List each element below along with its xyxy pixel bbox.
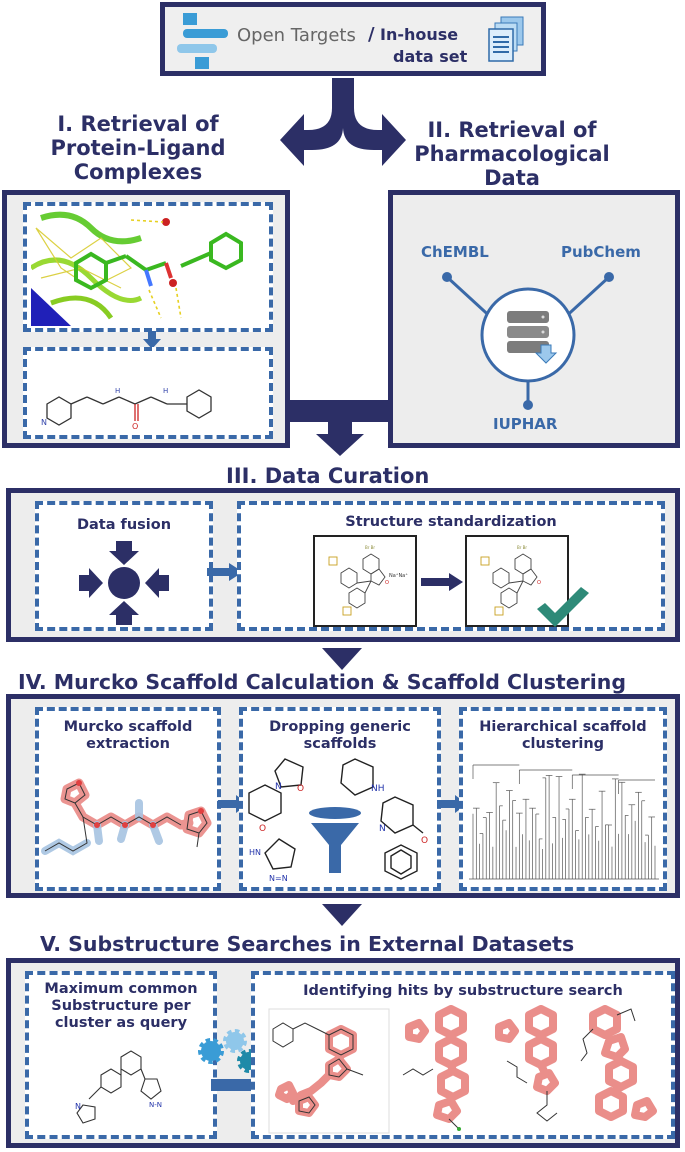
section2-box: ChEMBL PubChem IUPHAR — [388, 190, 680, 448]
generic-scaffolds-filter-image: N O NH O N O HN N=N — [248, 758, 428, 883]
svg-text:Br Br: Br Br — [517, 545, 527, 550]
open-targets-label: Open Targets — [237, 25, 356, 46]
svg-text:N-N: N-N — [149, 1101, 162, 1109]
svg-text:H: H — [163, 387, 168, 395]
mcs-panel: Maximum common Substructure per cluster … — [25, 971, 217, 1139]
fusion-arrows-icon — [79, 541, 169, 625]
data-fusion-panel: Data fusion — [35, 501, 213, 631]
clean-molecule-image: O Br Br — [480, 545, 541, 616]
svg-text:N: N — [275, 782, 282, 792]
source-slash: / — [368, 24, 375, 45]
svg-text:N: N — [75, 1102, 81, 1111]
database-hub-icon — [442, 272, 614, 410]
dendrogram-image — [469, 764, 659, 880]
down-arrow-section5-icon — [322, 904, 362, 926]
protein-ligand-complex-image — [31, 208, 267, 326]
inhouse-label-line1: In-house — [380, 25, 459, 44]
protein-structure-panel — [23, 202, 273, 332]
right-arrow-icon — [207, 563, 243, 581]
section2-title-line1: II. Retrieval of — [427, 118, 597, 142]
murcko-label: Murcko scaffold extraction — [39, 719, 217, 753]
hit-molecules-image — [268, 1005, 657, 1134]
section5-title: V. Substructure Searches in External Dat… — [40, 932, 575, 956]
open-targets-logo-icon — [177, 13, 228, 69]
merge-arrow-icon — [290, 400, 388, 456]
dendrogram-lines — [469, 764, 659, 880]
section4-box: Murcko scaffold extraction — [6, 694, 680, 898]
data-fusion-label: Data fusion — [76, 517, 172, 533]
svg-text:NH: NH — [371, 784, 385, 794]
section2-title-line2: Pharmacological — [414, 142, 610, 166]
standardization-panel: Structure standardization O Na⁺Na⁺ Br Br — [237, 501, 665, 631]
mcs-label: Maximum common Substructure per cluster … — [29, 981, 213, 1032]
mcs-label-line2: Substructure per — [51, 998, 191, 1014]
murcko-scaffold-molecule — [41, 778, 212, 856]
section1-title-line1: I. Retrieval of — [57, 112, 219, 136]
section2-title-line3: Data — [484, 166, 540, 190]
inhouse-label-line2: data set — [393, 47, 468, 66]
split-arrow-icon — [280, 78, 406, 166]
hierarchical-label: Hierarchical scaffold clustering — [463, 719, 663, 753]
section5-box: Maximum common Substructure per cluster … — [6, 958, 680, 1148]
svg-text:Na⁺Na⁺: Na⁺Na⁺ — [389, 573, 408, 579]
pubchem-label: PubChem — [561, 243, 641, 261]
section3-title: III. Data Curation — [226, 464, 430, 488]
svg-text:N=N: N=N — [269, 874, 288, 883]
iuphar-label: IUPHAR — [493, 415, 558, 433]
svg-text:Br Br: Br Br — [365, 545, 375, 550]
svg-text:O: O — [297, 784, 304, 794]
section1-box: N H H O — [2, 190, 290, 448]
hierarchical-label-line1: Hierarchical scaffold — [479, 719, 647, 735]
svg-text:O: O — [132, 422, 138, 431]
svg-text:N: N — [41, 418, 47, 427]
hits-panel: Identifying hits by substructure search — [251, 971, 675, 1139]
down-arrow-icon — [143, 331, 161, 349]
hits-label: Identifying hits by substructure search — [303, 983, 623, 999]
section1-title-line2: Protein-Ligand — [50, 136, 226, 160]
svg-text:O: O — [421, 836, 428, 846]
standardize-arrow-icon — [421, 573, 463, 591]
section1-title: I. Retrieval of Protein-Ligand Complexes — [18, 112, 258, 184]
mcs-label-line1: Maximum common — [44, 981, 198, 997]
raw-molecule-image: O Na⁺Na⁺ Br Br — [328, 545, 408, 616]
section3-box: Data fusion Structure standardization O — [6, 488, 680, 642]
raw-structure-card: O Na⁺Na⁺ Br Br — [313, 535, 417, 627]
mcs-query-molecule: N N-N — [75, 1050, 162, 1124]
section4-title: IV. Murcko Scaffold Calculation & Scaffo… — [18, 670, 627, 694]
standardization-label: Structure standardization — [345, 514, 557, 530]
murcko-label-line1: Murcko scaffold — [63, 719, 193, 735]
down-arrow-section4-icon — [322, 648, 362, 670]
dropping-label-line1: Dropping generic — [269, 719, 411, 735]
section1-title-line3: Complexes — [73, 160, 203, 184]
svg-text:HN: HN — [249, 848, 261, 857]
mcs-label-line3: cluster as query — [54, 1015, 188, 1031]
svg-text:O: O — [537, 580, 541, 586]
dropping-label-line2: scaffolds — [303, 736, 377, 752]
ligand-structure-panel: N H H O — [23, 347, 273, 439]
hierarchical-panel: Hierarchical scaffold clustering — [459, 707, 667, 891]
source-box: Open Targets / In-house data set — [160, 2, 546, 76]
dropping-label: Dropping generic scaffolds — [243, 719, 437, 753]
dropping-panel: Dropping generic scaffolds N O NH O N O … — [239, 707, 441, 891]
svg-text:N: N — [379, 824, 386, 834]
svg-text:O: O — [259, 824, 266, 834]
ligand-2d-structure: N H H O — [41, 387, 212, 431]
murcko-label-line2: extraction — [86, 736, 170, 752]
svg-text:H: H — [115, 387, 120, 395]
chembl-label: ChEMBL — [421, 243, 489, 261]
murcko-panel: Murcko scaffold extraction — [35, 707, 221, 891]
hierarchical-label-line2: clustering — [521, 736, 605, 752]
documents-icon — [488, 16, 524, 62]
section2-title: II. Retrieval of Pharmacological Data — [408, 118, 616, 190]
svg-text:O: O — [385, 580, 389, 586]
checkmark-icon — [537, 587, 589, 627]
